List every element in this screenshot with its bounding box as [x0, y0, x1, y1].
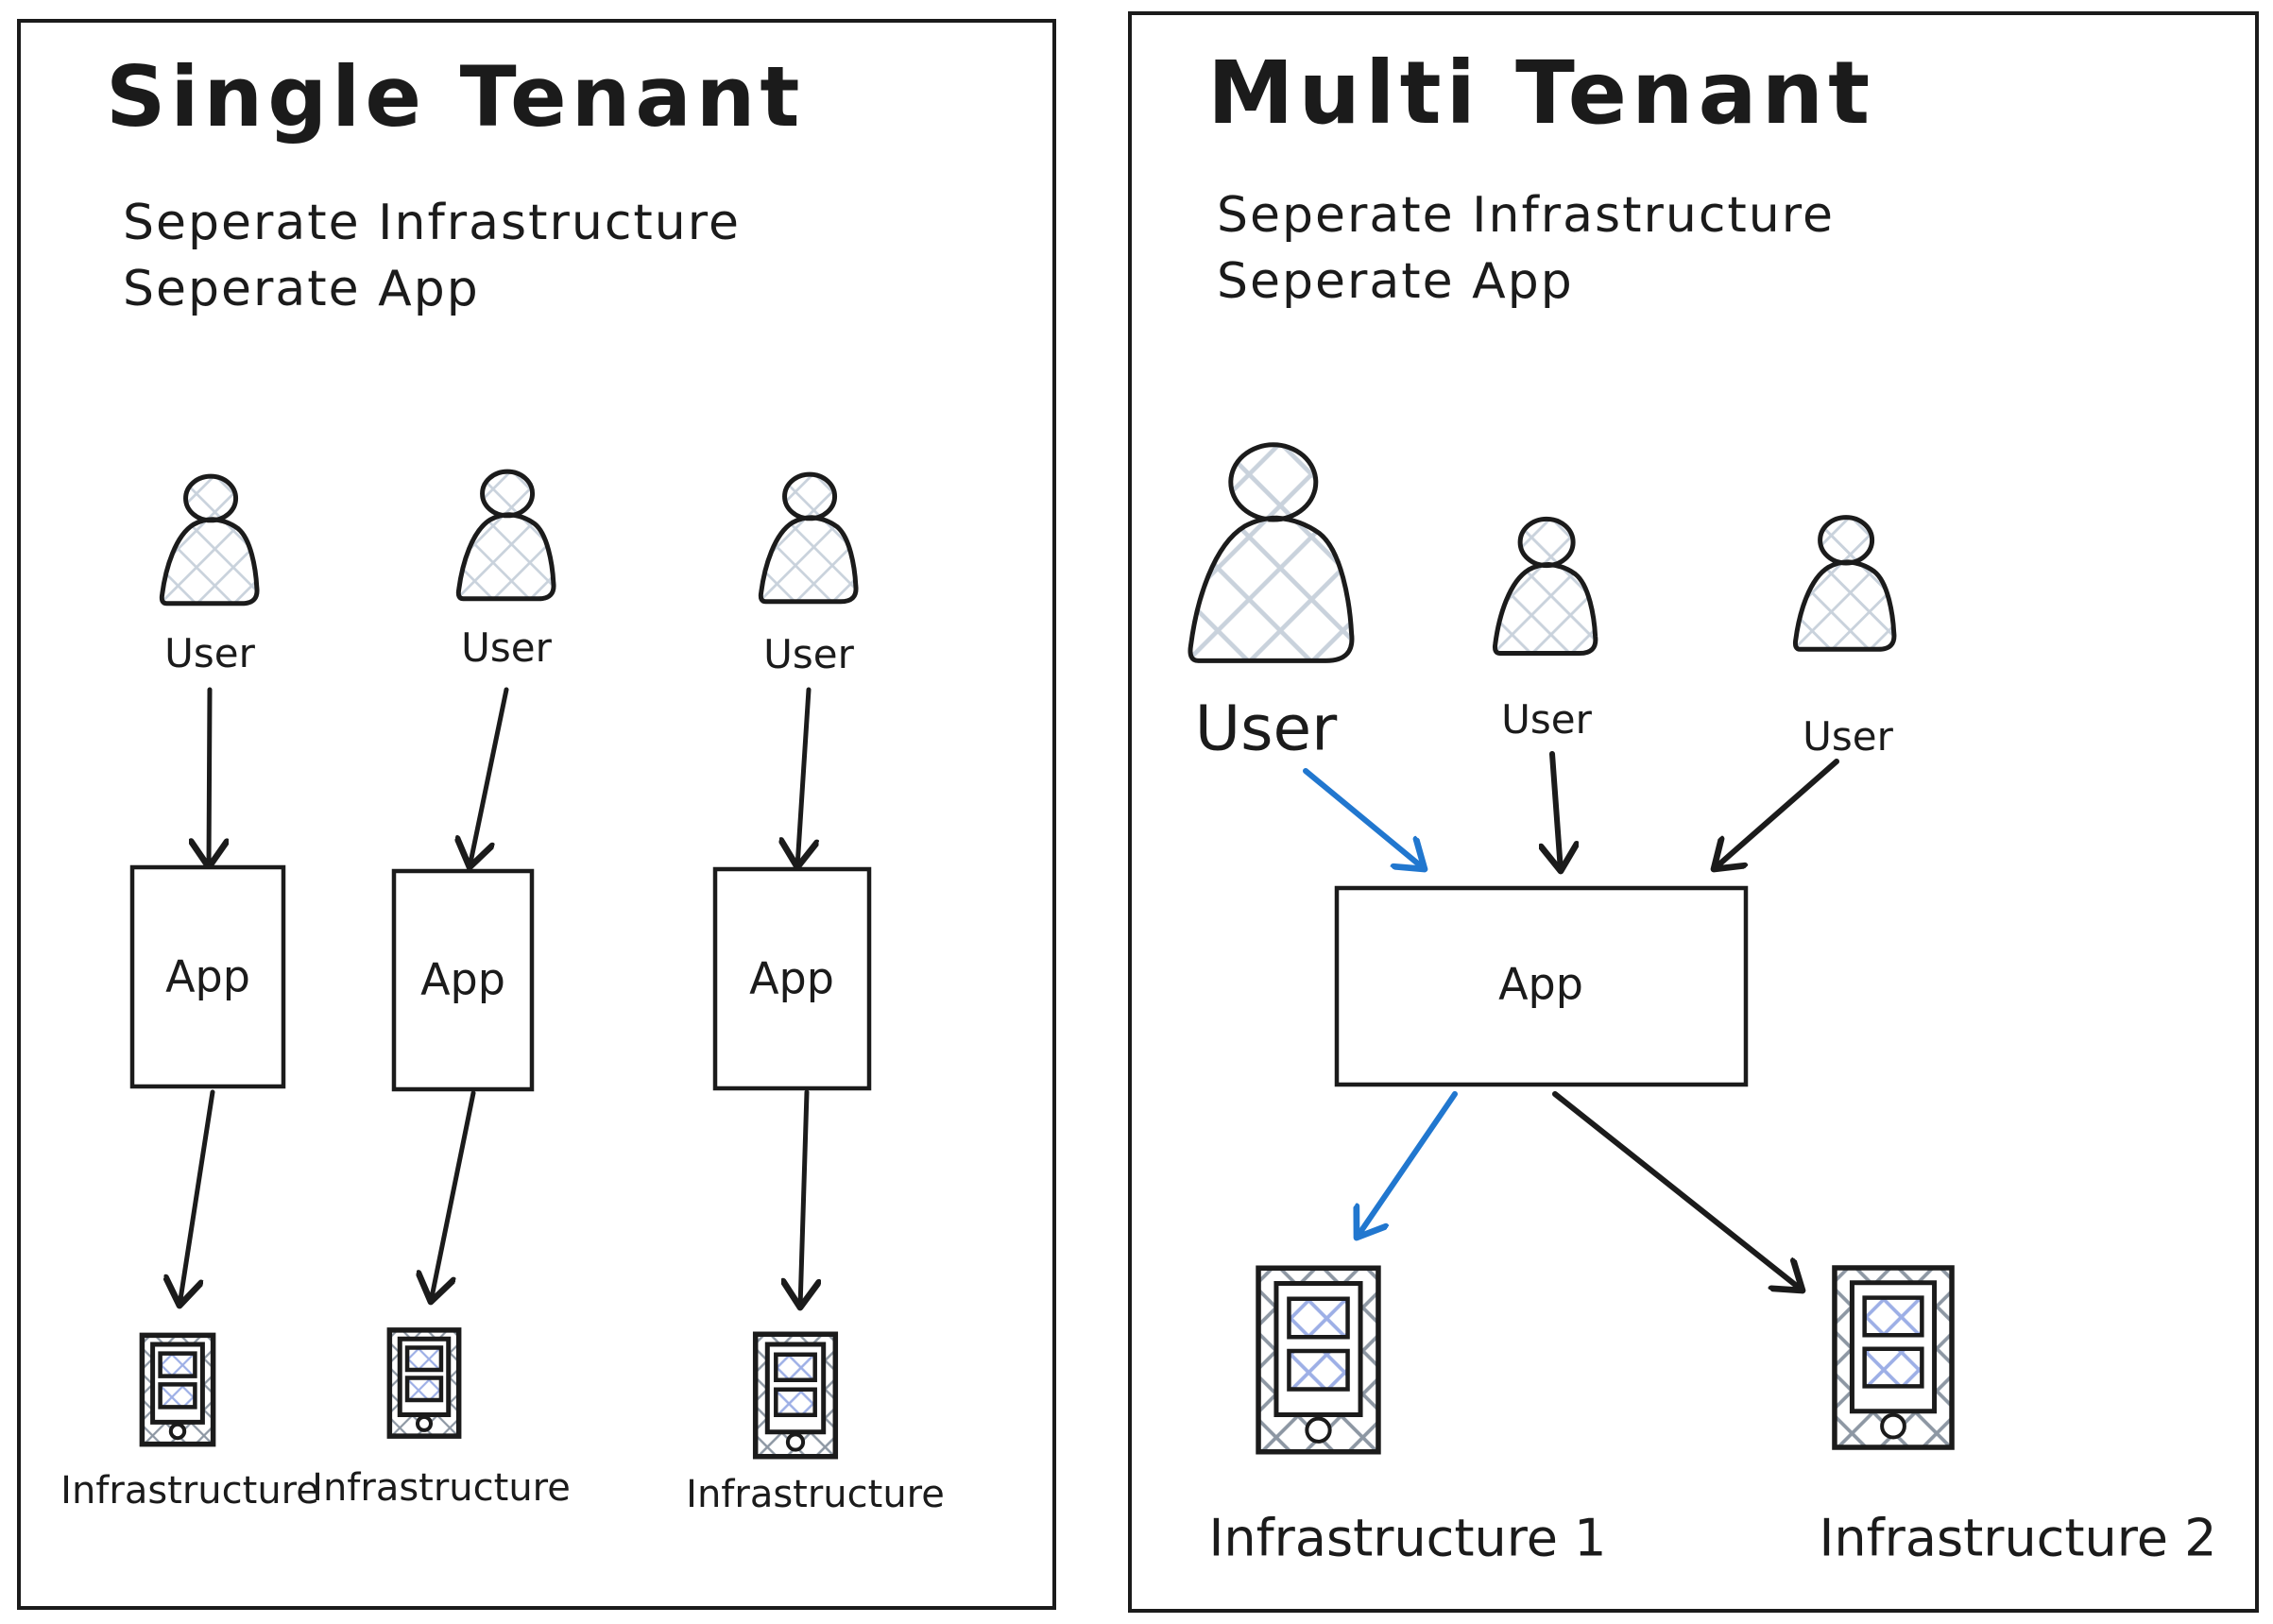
- infrastructure-1-label: Infrastructure 1: [1208, 1508, 1607, 1568]
- app-box: [129, 864, 286, 1089]
- user-label: User: [1803, 712, 1893, 760]
- infrastructure-label: Infrastructure: [312, 1466, 571, 1510]
- app-label: App: [420, 953, 505, 1005]
- multi-tenant-subtitle-2: Seperate App: [1217, 253, 1574, 310]
- user-icon: [1795, 518, 1894, 650]
- arrow-app-to-infra: [431, 1090, 476, 1302]
- arrow-app-to-infra: [179, 1089, 215, 1306]
- arrow-app-to-infra: [800, 1089, 807, 1308]
- arrow-user-to-app-blue: [1303, 768, 1425, 869]
- user-label: User: [763, 630, 854, 677]
- user-label: User: [164, 629, 255, 676]
- app-label: App: [749, 952, 834, 1004]
- infrastructure-2-label: Infrastructure 2: [1819, 1508, 2217, 1568]
- multi-tenant-subtitle-1: Seperate Infrastructure: [1217, 187, 1835, 244]
- user-icon: [162, 476, 257, 604]
- app-label: App: [1498, 958, 1583, 1010]
- user-icon: [761, 474, 856, 602]
- user-label: User: [1501, 695, 1592, 743]
- arrow-app-to-infra-blue: [1357, 1091, 1458, 1238]
- infrastructure-label: Infrastructure: [60, 1469, 319, 1513]
- single-tenant-panel: [17, 19, 1056, 1610]
- multi-tenant-title: Multi Tenant: [1207, 43, 1875, 144]
- user-icon: [458, 471, 554, 599]
- infrastructure-icon: [1835, 1268, 1952, 1447]
- arrow-user-to-app: [797, 687, 809, 867]
- infrastructure-icon: [389, 1330, 458, 1436]
- user-label: User: [461, 624, 552, 671]
- single-tenant-subtitle-2: Seperate App: [123, 261, 480, 317]
- app-label: App: [165, 950, 250, 1002]
- user-label-large: User: [1194, 692, 1338, 765]
- infrastructure-icon: [142, 1335, 213, 1444]
- infrastructure-label: Infrastructure: [686, 1473, 945, 1516]
- arrow-user-to-app: [470, 687, 509, 867]
- infrastructure-icon: [756, 1334, 836, 1457]
- arrow-user-to-app: [1714, 759, 1839, 869]
- app-box: [1334, 885, 1749, 1087]
- user-icon: [1495, 519, 1595, 653]
- infrastructure-icon: [1258, 1268, 1378, 1451]
- app-box: [712, 866, 872, 1091]
- single-tenant-title: Single Tenant: [106, 48, 805, 145]
- multi-tenant-panel: [1128, 11, 2259, 1613]
- arrow-app-to-infra: [1552, 1091, 1803, 1291]
- arrow-user-to-app: [209, 687, 210, 867]
- single-tenant-subtitle-1: Seperate Infrastructure: [123, 195, 741, 251]
- arrow-user-to-app: [1552, 751, 1561, 871]
- user-icon-large: [1190, 445, 1352, 661]
- app-box: [391, 868, 535, 1092]
